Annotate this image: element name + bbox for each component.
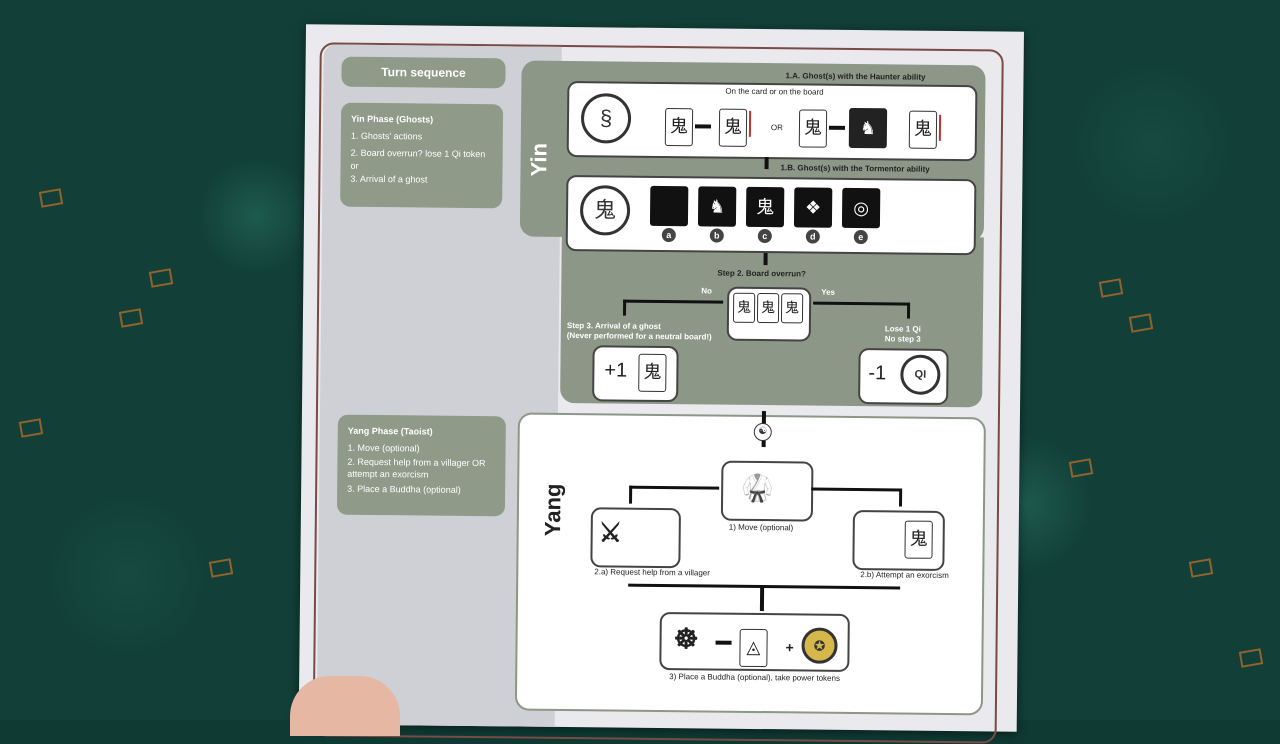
- ghost-tile: 鬼: [664, 108, 694, 147]
- haunter-icon: §: [580, 93, 632, 144]
- carpet-motif: [18, 418, 44, 438]
- letter-badge: e: [853, 229, 868, 245]
- exorcism-caption: 2.b) Attempt an exorcism: [860, 570, 949, 581]
- ghost-tile: 鬼: [638, 353, 667, 393]
- buddha-tile: ◬: [739, 628, 768, 668]
- carpet-motif: [118, 308, 144, 328]
- power-token-icon: ✪: [801, 627, 838, 664]
- plus-sign: +: [785, 639, 794, 656]
- carpet-motif: [148, 268, 174, 288]
- yin-phase-summary: Yin Phase (Ghosts) 1. Ghosts' actions 2.…: [340, 102, 504, 209]
- no-branch-down: [622, 299, 627, 316]
- yang-phase-item: 3. Place a Buddha (optional): [347, 483, 461, 495]
- yang-phase-heading: Yang Phase (Taoist): [347, 425, 433, 437]
- ghost-tile: 鬼: [904, 520, 933, 559]
- buddha-icon: ☸: [673, 623, 699, 655]
- yin-label: Yin: [526, 142, 552, 177]
- arrow-right: [715, 640, 732, 645]
- turn-sequence-title: Turn sequence: [341, 56, 506, 89]
- step2-caption: Step 2. Board overrun?: [717, 268, 806, 279]
- move-caption: 1) Move (optional): [728, 522, 794, 533]
- yang-phase-item: 2. Request help from a villager OR attem…: [347, 456, 486, 480]
- tormentor-tile-e: ◎: [841, 187, 881, 229]
- yes-label: Yes: [821, 287, 836, 297]
- no-label: No: [701, 286, 712, 296]
- ghost-tile: 鬼: [732, 292, 756, 323]
- up-arrow-red: [748, 110, 752, 137]
- letter-badge: b: [709, 228, 724, 243]
- arrow-down: [763, 253, 768, 266]
- branch-right-down: [899, 488, 903, 507]
- letter-badge: a: [661, 227, 676, 243]
- hand: [290, 676, 400, 736]
- yes-branch-down: [906, 302, 911, 319]
- ghost-tile: 鬼: [798, 109, 828, 148]
- ghost-tile: 鬼: [718, 108, 748, 147]
- player-aid-sheet: Turn sequence Yin Phase (Ghosts) 1. Ghos…: [298, 24, 1024, 744]
- arrow-down: [764, 157, 769, 170]
- or-label: OR: [770, 123, 784, 133]
- arrow-right: [828, 125, 845, 130]
- tormentor-icon: 鬼: [579, 185, 631, 236]
- villager-icon: ⚔: [598, 517, 623, 548]
- step1b-caption: 1.B. Ghost(s) with the Tormentor ability: [780, 163, 930, 174]
- carpet-motif: [208, 558, 234, 578]
- ghost-tile: 鬼: [908, 110, 938, 149]
- arrow-right: [694, 124, 711, 129]
- yang-phase-summary: Yang Phase (Taoist) 1. Move (optional) 2…: [336, 414, 506, 517]
- minus-one-text: -1: [868, 362, 887, 385]
- carpet-motif: [1128, 313, 1154, 333]
- carpet-motif: [1068, 458, 1094, 478]
- yang-label: Yang: [539, 483, 566, 537]
- no-step3-caption: No step 3: [884, 334, 921, 344]
- lose-qi-caption: Lose 1 Qi: [884, 324, 921, 334]
- yin-yang-icon: ☯: [753, 422, 772, 442]
- yang-phase-item: 1. Move (optional): [347, 442, 420, 454]
- branch-left-down: [629, 485, 633, 504]
- arrow-down: [759, 585, 765, 612]
- step1a-caption: 1.A. Ghost(s) with the Haunter ability: [785, 71, 926, 82]
- haunter-board-icon: ♞: [848, 107, 888, 149]
- tormentor-tile-a: [649, 185, 689, 227]
- carpet-motif: [1098, 278, 1124, 298]
- buddha-caption: 3) Place a Buddha (optional), take power…: [669, 672, 841, 683]
- letter-badge: d: [805, 229, 820, 244]
- plus-one-text: +1: [604, 359, 628, 382]
- qi-token-icon: QI: [900, 354, 941, 395]
- step3-caption: Step 3. Arrival of a ghost: [566, 320, 661, 331]
- down-arrow-red: [938, 114, 942, 141]
- taoist-move-icon: 🥋: [741, 472, 774, 504]
- carpet-motif: [1238, 648, 1264, 668]
- tormentor-tile-d: ❖: [793, 187, 833, 228]
- ghost-tile: 鬼: [756, 292, 780, 324]
- yin-phase-heading: Yin Phase (Ghosts): [350, 113, 434, 125]
- yin-phase-item: 2. Board overrun? lose 1 Qi token: [350, 147, 486, 160]
- step3-note: (Never performed for a neutral board!): [566, 330, 712, 342]
- tormentor-tile-b: ♞: [697, 186, 737, 227]
- request-caption: 2.a) Request help from a villager: [594, 567, 710, 578]
- ghost-tile: 鬼: [780, 293, 804, 324]
- yin-phase-item: 3. Arrival of a ghost: [350, 173, 428, 185]
- carpet-motif: [1188, 558, 1214, 578]
- haunter-note: On the card or on the board: [725, 86, 824, 97]
- yin-phase-item: 1. Ghosts' actions: [350, 130, 423, 142]
- tormentor-tile-c: 鬼: [745, 186, 785, 228]
- letter-badge: c: [757, 228, 772, 244]
- carpet-motif: [38, 188, 64, 208]
